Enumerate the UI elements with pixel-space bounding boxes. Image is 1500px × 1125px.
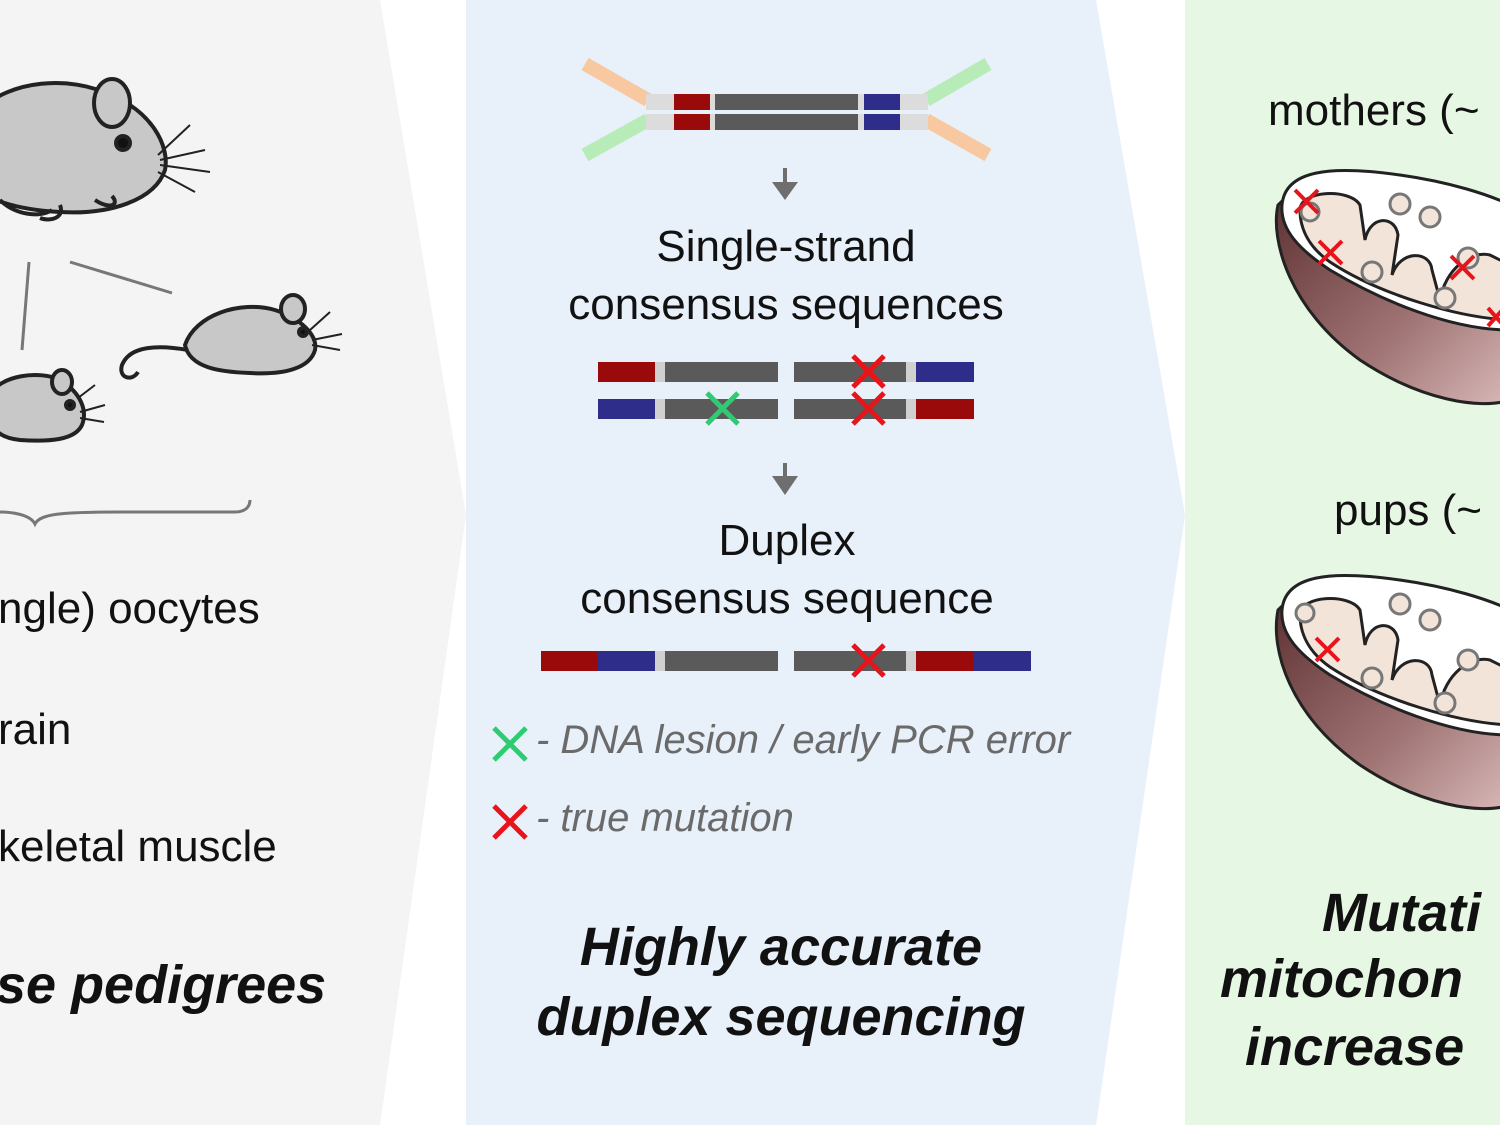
barcode-segment: [674, 114, 710, 130]
legend-mutation-text: - true mutation: [536, 796, 794, 840]
sscs-reads: [598, 354, 974, 426]
father-mouse-icon: [119, 293, 343, 380]
dcs-label-line2: consensus sequence: [580, 574, 994, 623]
sscs-label-line2: consensus sequences: [568, 280, 1004, 329]
middle-panel-bg: [466, 0, 1185, 1125]
mutation-x-icon: [851, 354, 886, 389]
legend-lesion-x-icon: [492, 726, 528, 762]
adapter-arm: [581, 113, 652, 162]
middle-title-line2: duplex sequencing: [536, 987, 1026, 1047]
pup-mouse-icon: [0, 368, 106, 443]
right-title-line3: increase: [1245, 1017, 1465, 1077]
mutation-x-icon: [851, 391, 886, 426]
legend-lesion-text: - DNA lesion / early PCR error: [536, 718, 1071, 762]
right-title-line2: mitochon: [1220, 949, 1463, 1009]
muscle-label: keletal muscle: [0, 822, 277, 871]
mutation-x-icon: [851, 643, 886, 678]
left-panel-bg: [0, 0, 466, 1125]
arrow-down-icon: [772, 168, 798, 200]
adapter-arm: [581, 57, 652, 107]
pups-label: pups (~: [1334, 486, 1482, 535]
brace-line: [0, 499, 252, 528]
pedigree-lines: [20, 260, 173, 351]
oocytes-label: ngle) oocytes: [0, 584, 260, 633]
left-panel-title: se pedigrees: [0, 955, 327, 1015]
middle-title-line1: Highly accurate: [579, 917, 983, 977]
duplex-molecule: [581, 57, 992, 162]
adapter-arm: [922, 57, 992, 107]
mutation-x-icon: [1314, 636, 1341, 663]
barcode-segment: [674, 94, 710, 110]
pup-mitochondrion-icon: [1274, 573, 1500, 811]
dcs-read: [541, 643, 1031, 678]
dcs-label-line1: Duplex: [718, 516, 856, 565]
right-title-line1: Mutati: [1322, 883, 1481, 943]
adapter-arm: [922, 113, 992, 162]
arrow-down-icon: [772, 463, 798, 495]
mother-mouse-icon: [0, 77, 211, 222]
sscs-label-line1: Single-strand: [656, 222, 916, 271]
mutation-x-icon: [1293, 188, 1500, 328]
legend-mutation-x-icon: [492, 804, 528, 840]
mothers-label: mothers (~: [1268, 86, 1480, 135]
barcode-segment: [864, 94, 900, 110]
lesion-x-icon: [705, 391, 740, 426]
barcode-segment: [864, 114, 900, 130]
mother-mitochondrion-icon: [1274, 168, 1500, 406]
brain-label: rain: [0, 705, 72, 754]
